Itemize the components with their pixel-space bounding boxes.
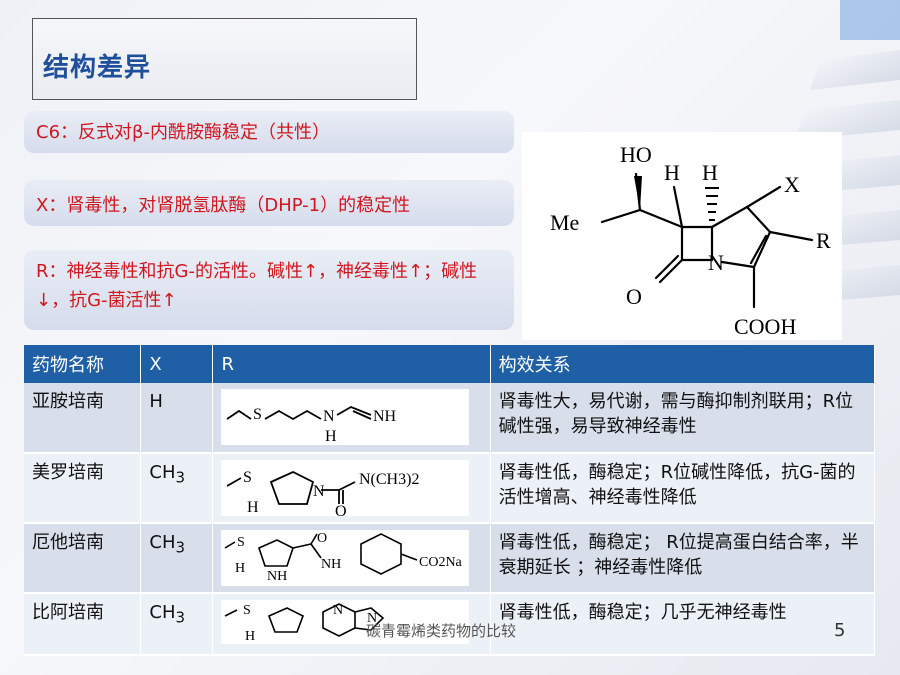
r-label: S bbox=[237, 535, 245, 550]
header-x: X bbox=[140, 345, 214, 383]
table-row: 比阿培南 CH3 S N N bbox=[24, 593, 876, 656]
cell-r-structure: S N(CH3)2 N H O bbox=[212, 453, 491, 524]
label-me: Me bbox=[550, 210, 579, 235]
cell-x: CH3 bbox=[140, 453, 214, 524]
r-label: CO2Na bbox=[419, 555, 463, 570]
header-drug-name: 药物名称 bbox=[24, 345, 142, 383]
cell-sar: 肾毒性低，酶稳定；几乎无神经毒性 bbox=[490, 593, 876, 656]
label-h2: H bbox=[702, 160, 718, 185]
header-r: R bbox=[212, 345, 491, 383]
cell-r-structure: S O NH H NH CO2Na bbox=[212, 523, 491, 594]
label-r: R bbox=[816, 228, 831, 253]
cell-x: CH3 bbox=[140, 593, 214, 656]
header-sar: 构效关系 bbox=[490, 345, 876, 383]
r-label: H bbox=[245, 629, 255, 644]
cell-sar: 肾毒性低，酶稳定；R位碱性降低，抗G-菌的活性增高、神经毒性降低 bbox=[490, 453, 876, 524]
r-label: N bbox=[323, 408, 335, 425]
drug-comparison-table: 药物名称 X R 构效关系 亚胺培南 H bbox=[24, 345, 876, 656]
page-number: 5 bbox=[834, 620, 846, 641]
r-label: O bbox=[335, 503, 347, 516]
r-label: H bbox=[247, 499, 259, 516]
cell-drug-name: 比阿培南 bbox=[24, 593, 142, 656]
cell-sar: 肾毒性大，易代谢，需与酶抑制剂联用；R位碱性强，易导致神经毒性 bbox=[490, 383, 876, 454]
r-label: NH bbox=[321, 557, 341, 572]
table-row: 美罗培南 CH3 S bbox=[24, 453, 876, 524]
r-label: N bbox=[367, 611, 377, 626]
note-r: R：神经毒性和抗G-的活性。碱性↑，神经毒性↑；碱性↓，抗G-菌活性↑ bbox=[24, 250, 514, 330]
slide-title: 结构差异 bbox=[43, 53, 152, 83]
carbapenem-structure: HO H H X Me R N O COOH bbox=[522, 132, 842, 340]
table-row: 厄他培南 CH3 bbox=[24, 523, 876, 594]
cell-sar: 肾毒性低，酶稳定； R位提高蛋白结合率，半衰期延长 ；神经毒性降低 bbox=[490, 523, 876, 594]
r-label: N bbox=[333, 603, 343, 618]
note-x: X：肾毒性，对肾脱氢肽酶（DHP-1）的稳定性 bbox=[24, 180, 514, 226]
r-label: H bbox=[325, 428, 337, 445]
cell-drug-name: 美罗培南 bbox=[24, 453, 142, 524]
r-label: NH bbox=[373, 408, 397, 425]
table-row: 亚胺培南 H S N H bbox=[24, 383, 876, 454]
cell-r-structure: S N N H bbox=[212, 593, 491, 656]
title-box: 结构差异 bbox=[32, 18, 417, 100]
r-label: N(CH3)2 bbox=[359, 471, 419, 488]
footer-caption: 碳青霉烯类药物的比较 bbox=[366, 622, 517, 640]
table-header-row: 药物名称 X R 构效关系 bbox=[24, 345, 876, 383]
r-label: N bbox=[313, 483, 325, 500]
cell-drug-name: 厄他培南 bbox=[24, 523, 142, 594]
note-c6: C6：反式对β-内酰胺酶稳定（共性） bbox=[24, 111, 514, 153]
label-cooh: COOH bbox=[734, 314, 796, 339]
label-x: X bbox=[784, 172, 800, 197]
r-label: S bbox=[253, 406, 262, 423]
r-label: S bbox=[243, 603, 251, 618]
cell-r-structure: S N H NH bbox=[212, 383, 491, 454]
cell-x: H bbox=[140, 383, 214, 454]
r-label: NH bbox=[267, 569, 287, 584]
label-h1: H bbox=[664, 160, 680, 185]
r-label: O bbox=[317, 531, 327, 546]
label-n: N bbox=[708, 250, 724, 275]
label-o: O bbox=[626, 284, 642, 309]
r-label: S bbox=[243, 469, 252, 486]
cell-drug-name: 亚胺培南 bbox=[24, 383, 142, 454]
cell-x: CH3 bbox=[140, 523, 214, 594]
label-ho: HO bbox=[620, 142, 652, 167]
r-label: H bbox=[235, 561, 245, 576]
